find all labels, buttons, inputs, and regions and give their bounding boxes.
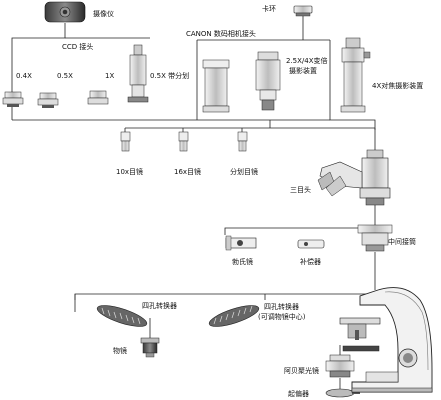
clip-ring[interactable] [293,5,313,17]
label-nosepiece-center-line2: (可调物镜中心) [258,313,306,321]
canon-camera-adapter[interactable] [202,59,230,113]
label-objective: 物镜 [113,347,127,355]
eyepiece-reticle[interactable] [237,131,248,152]
eyepiece-10x[interactable] [120,131,131,152]
label-canon-adapter: CANON 数码相机接头 [186,30,256,38]
label-abbe-condenser: 阿贝聚光镜 [284,367,319,375]
label-bertrand-lens: 勃氏镜 [232,258,253,266]
nosepiece-quadruple-left[interactable] [95,301,149,330]
trinocular-head[interactable] [317,149,391,206]
label-mag-05x: 0.5X [57,72,73,80]
bertrand-lens[interactable] [225,235,257,251]
label-ccd-adapter: CCD 接头 [62,43,94,51]
label-nosepiece-left: 四孔转换器 [142,302,177,310]
ccd-adapter-04x[interactable] [2,91,24,107]
ccd-adapter-05x-reticle[interactable] [127,44,149,103]
abbe-condenser[interactable] [325,354,355,378]
label-zoom-photo-line2: 摄影装置 [289,67,317,75]
label-mag-04x: 0.4X [16,72,32,80]
label-intermediate-tube: 中间接筒 [388,238,416,246]
label-compensator: 补偿器 [300,258,321,266]
label-clip-ring: 卡环 [262,5,276,13]
focus-photo-device[interactable] [340,37,371,113]
label-eyepiece-16x: 16x目镜 [174,168,202,176]
label-mag-05x-reticle: 0.5X 带分划 [150,72,190,80]
microscope-body [339,287,433,393]
label-camera: 摄像仪 [93,10,114,18]
nosepiece-quadruple-center[interactable] [207,301,261,330]
label-zoom-photo-line1: 2.5X/4X变倍 [286,57,328,65]
ccd-adapter-05x[interactable] [37,92,59,108]
ccd-camera[interactable] [44,1,86,23]
polarizer[interactable] [325,388,360,398]
label-polarizer: 起偏器 [288,390,309,398]
eyepiece-16x[interactable] [178,131,189,152]
ccd-adapter-1x[interactable] [87,90,109,105]
compensator[interactable] [297,239,325,249]
label-eyepiece-10x: 10x目镜 [116,168,144,176]
label-nosepiece-center-line1: 四孔转换器 [264,303,299,311]
objective-lens[interactable] [140,337,160,358]
intermediate-tube[interactable] [357,224,393,252]
label-mag-1x: 1X [105,72,115,80]
label-eyepiece-reticle: 分划目镜 [230,168,258,176]
zoom-photo-device[interactable] [255,51,281,111]
label-focus-photo: 4X对焦摄影装置 [372,82,424,90]
label-trinocular-head: 三目头 [290,186,311,194]
